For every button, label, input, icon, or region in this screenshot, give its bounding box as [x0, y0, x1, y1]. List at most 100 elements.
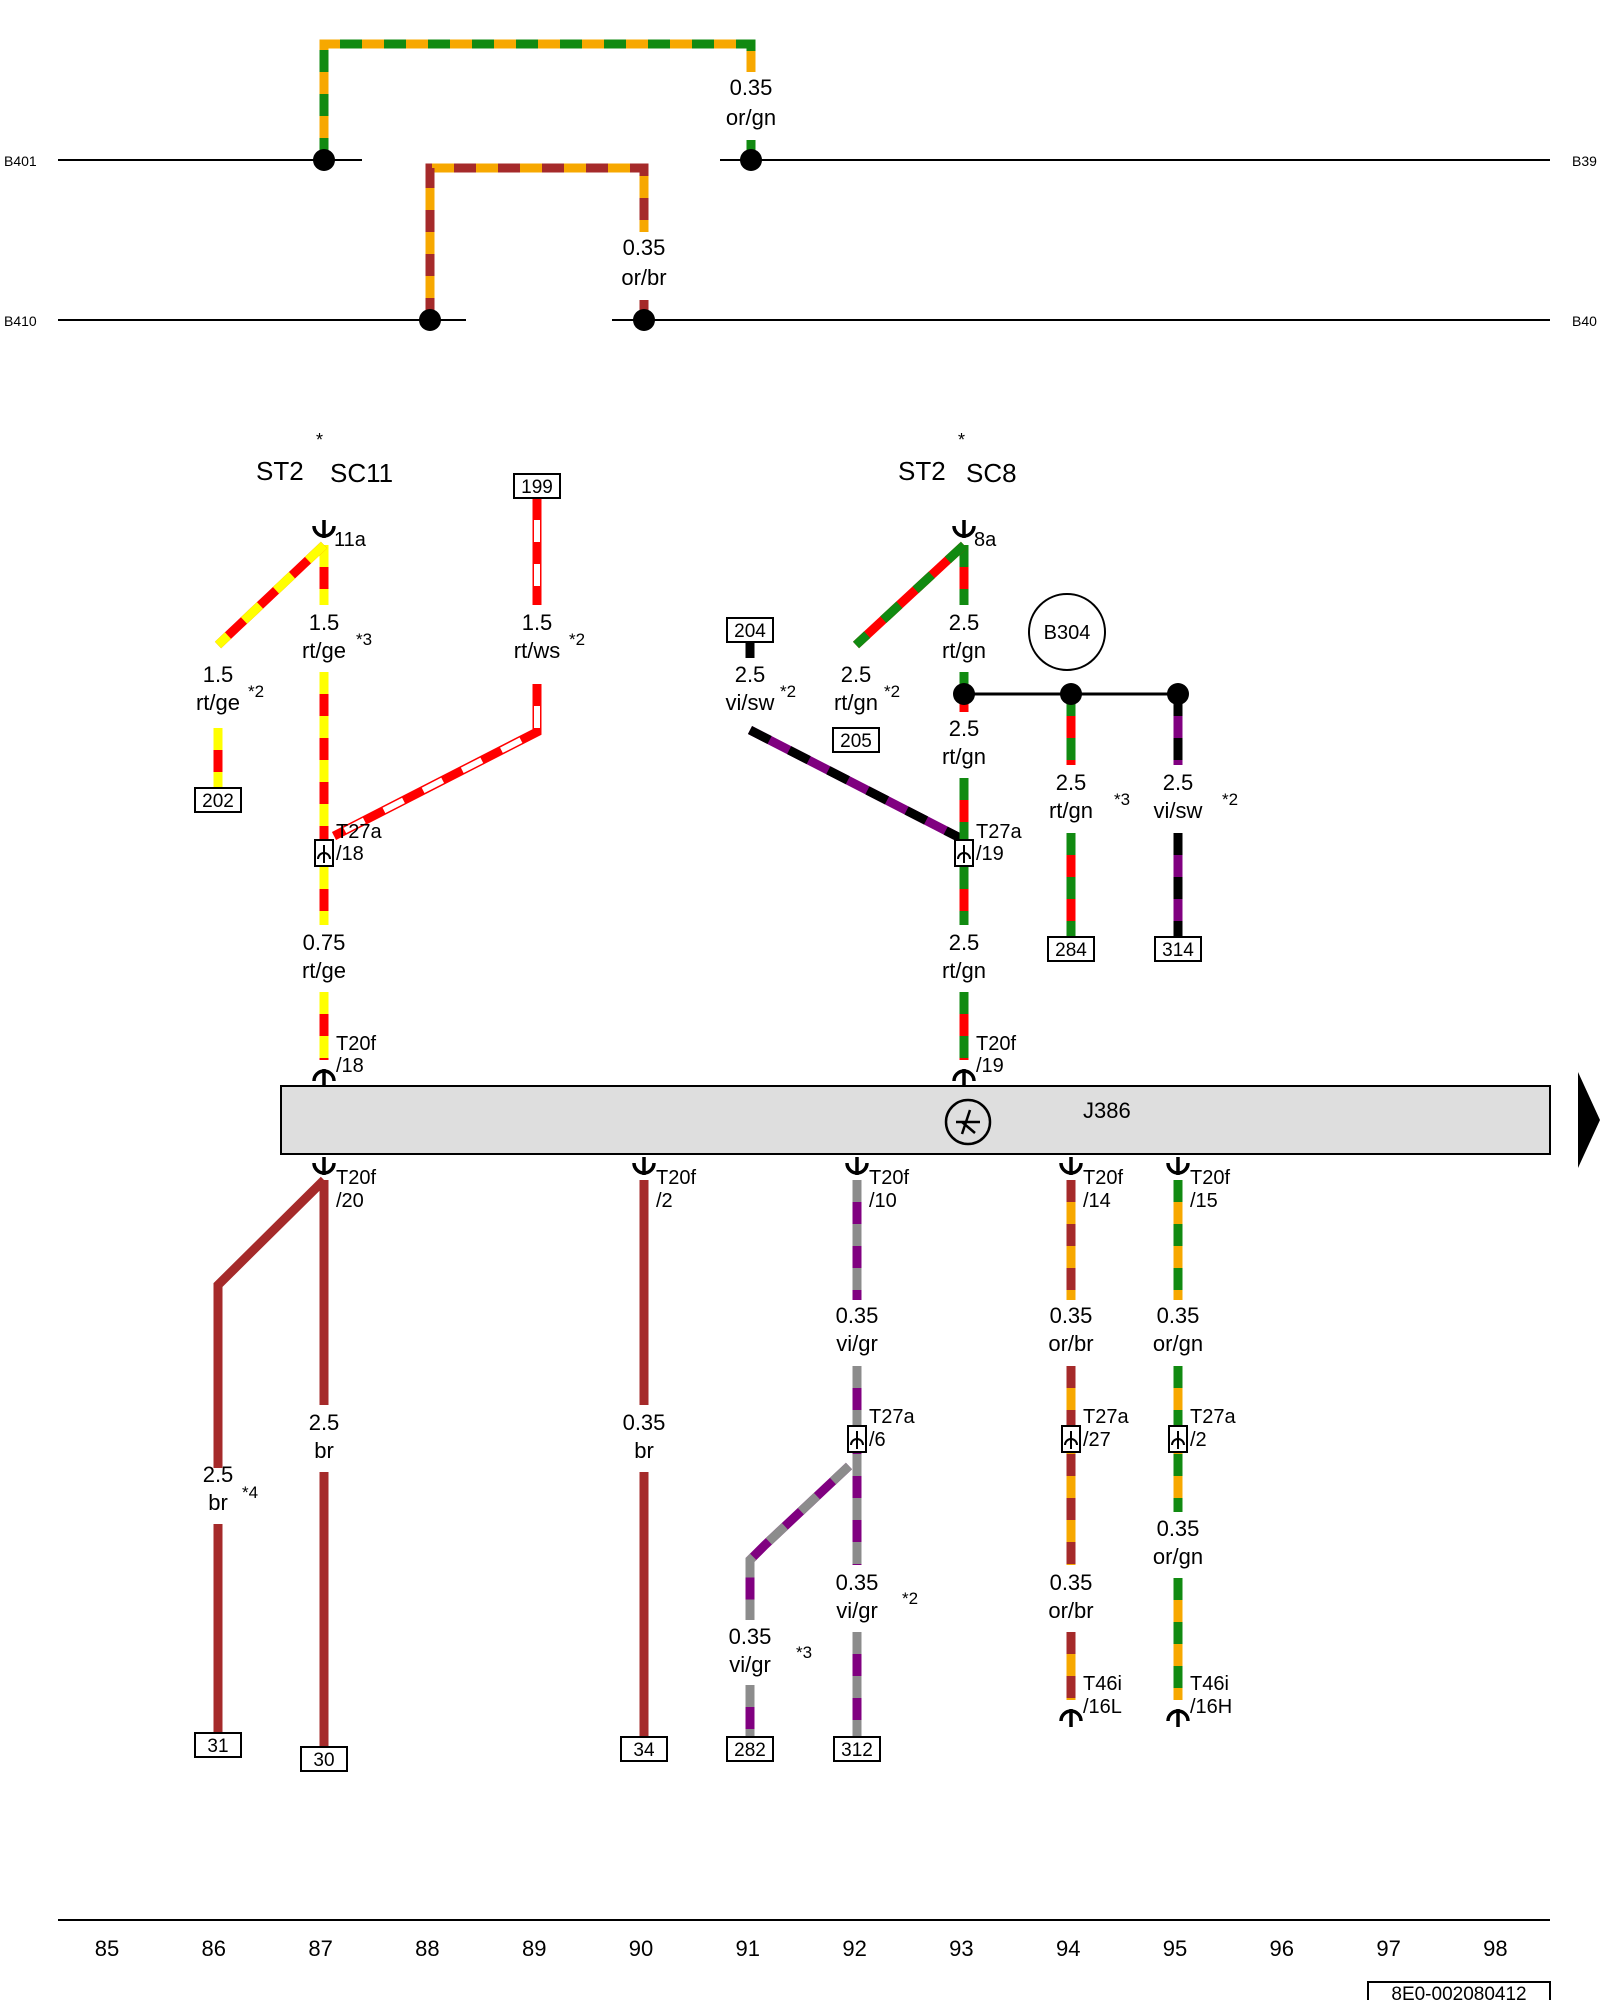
terminal-box	[1154, 936, 1202, 962]
bus-label-b410: B410	[4, 313, 37, 329]
wire-label-color: vi/gr	[836, 1331, 878, 1356]
splice-point	[313, 149, 335, 171]
splice-point	[1060, 683, 1082, 705]
wire-label-size: 0.35	[729, 1624, 772, 1649]
inline-connector-icon	[954, 839, 974, 867]
wire-label-size: 0.35	[730, 75, 773, 100]
wire-label-color: rt/ge	[196, 690, 240, 715]
splice-point	[953, 683, 975, 705]
terminal-boxes: 199 202 204 205 284 314 31 30 34 282 312	[194, 473, 1202, 1772]
wire-segment	[332, 684, 540, 839]
header-star-left: *	[316, 430, 323, 450]
pin-label: /15	[1190, 1190, 1218, 1212]
wire-label-color: vi/gr	[836, 1598, 878, 1623]
wire-label-color: rt/gn	[942, 744, 986, 769]
pin-label: T20f	[656, 1167, 696, 1189]
pin-label: /2	[1190, 1429, 1207, 1451]
pin-label: T20f	[1083, 1167, 1123, 1189]
column-number: 90	[629, 1936, 653, 1961]
pin-label: T46i	[1190, 1673, 1229, 1695]
splice-point	[1167, 683, 1189, 705]
connector-jack	[952, 1067, 976, 1089]
terminal-box	[513, 473, 561, 499]
bus-label-b40: B40	[1572, 313, 1597, 329]
pin-label: /16L	[1083, 1696, 1122, 1718]
footnote-mark: *2	[569, 630, 585, 649]
wire-label-size: 0.35	[836, 1570, 879, 1595]
column-number: 86	[202, 1936, 226, 1961]
terminal-number: 34	[633, 1740, 655, 1761]
column-number: 98	[1483, 1936, 1507, 1961]
wire-label-color: or/br	[1048, 1331, 1093, 1356]
reference-box	[1367, 1981, 1551, 2000]
wire-label-color: or/gn	[726, 105, 776, 130]
column-number: 96	[1270, 1936, 1294, 1961]
wire-segment	[425, 163, 649, 320]
ground-point-label: B304	[1044, 622, 1091, 644]
footnote-mark: *2	[248, 682, 264, 701]
terminal-number: 199	[521, 477, 553, 498]
terminal-box	[300, 1746, 348, 1772]
header-sc-right: SC8	[966, 458, 1017, 488]
pin-label: T20f	[869, 1167, 909, 1189]
terminal-box	[726, 1736, 774, 1762]
connector-jack	[312, 1155, 336, 1177]
wire-label-color: rt/ge	[302, 958, 346, 983]
wire-label-color: or/br	[621, 265, 666, 290]
terminal-number: 314	[1162, 940, 1194, 961]
pin-label: T20f	[976, 1033, 1016, 1055]
reference-code: 8E0-002080412	[1391, 1984, 1526, 2000]
connector-jack	[632, 1155, 656, 1177]
module-name: J386	[1083, 1098, 1131, 1123]
wire-label-size: 1.5	[309, 610, 340, 635]
terminal-number: 284	[1055, 940, 1087, 961]
wire-label-size: 2.5	[949, 930, 980, 955]
wire-label-color: rt/ge	[302, 638, 346, 663]
column-number: 88	[415, 1936, 439, 1961]
wire-label-size: 2.5	[949, 716, 980, 741]
pin-label: 8a	[974, 529, 997, 551]
wire-label-color: rt/gn	[942, 638, 986, 663]
terminal-number: 204	[734, 621, 766, 642]
wire-segment	[745, 1462, 853, 1620]
column-number: 97	[1376, 1936, 1400, 1961]
pin-label: /18	[336, 1055, 364, 1077]
bus-label-b39: B39	[1572, 153, 1597, 169]
footnote-mark: *3	[356, 630, 372, 649]
header-star-right: *	[958, 430, 965, 450]
pin-label: T27a	[336, 821, 382, 843]
pin-label: /14	[1083, 1190, 1111, 1212]
wire-label-color: vi/sw	[1154, 798, 1203, 823]
column-number: 85	[95, 1936, 119, 1961]
pin-label: T20f	[1190, 1167, 1230, 1189]
continuation-arrow-icon	[1578, 1072, 1600, 1168]
lower-wire-labels: 2.5 br *4 2.5 br 0.35 br 0.35 vi/gr 0.35…	[203, 1303, 1203, 1677]
wire-label-size: 0.35	[1157, 1303, 1200, 1328]
wire-label-color: rt/gn	[1049, 798, 1093, 823]
terminal-number: 282	[734, 1740, 766, 1761]
wire-label-color: rt/gn	[942, 958, 986, 983]
wire-label-color: br	[208, 1490, 228, 1515]
wire-segment	[425, 163, 649, 320]
wire-segment	[213, 1176, 328, 1468]
pin-label: /19	[976, 1055, 1004, 1077]
inline-connector-icon	[847, 1425, 867, 1453]
bus-icon	[944, 1098, 992, 1146]
wire-label-color: vi/gr	[729, 1652, 771, 1677]
splice-point	[633, 309, 655, 331]
pin-label: /10	[869, 1190, 897, 1212]
wire-segment	[747, 725, 967, 845]
wire-label-size: 0.35	[836, 1303, 879, 1328]
wire-label-size: 2.5	[309, 1410, 340, 1435]
terminal-number: 31	[207, 1736, 228, 1757]
splice-dots	[313, 149, 1189, 705]
header-st-left: ST2	[256, 456, 304, 486]
inline-connector-icon	[314, 839, 334, 867]
connector-jack	[1059, 1707, 1083, 1729]
connector-jack	[312, 518, 336, 540]
wire-segment	[331, 684, 542, 841]
splice-point	[740, 149, 762, 171]
terminal-number: 30	[313, 1750, 334, 1771]
footnote-mark: *2	[902, 1589, 918, 1608]
